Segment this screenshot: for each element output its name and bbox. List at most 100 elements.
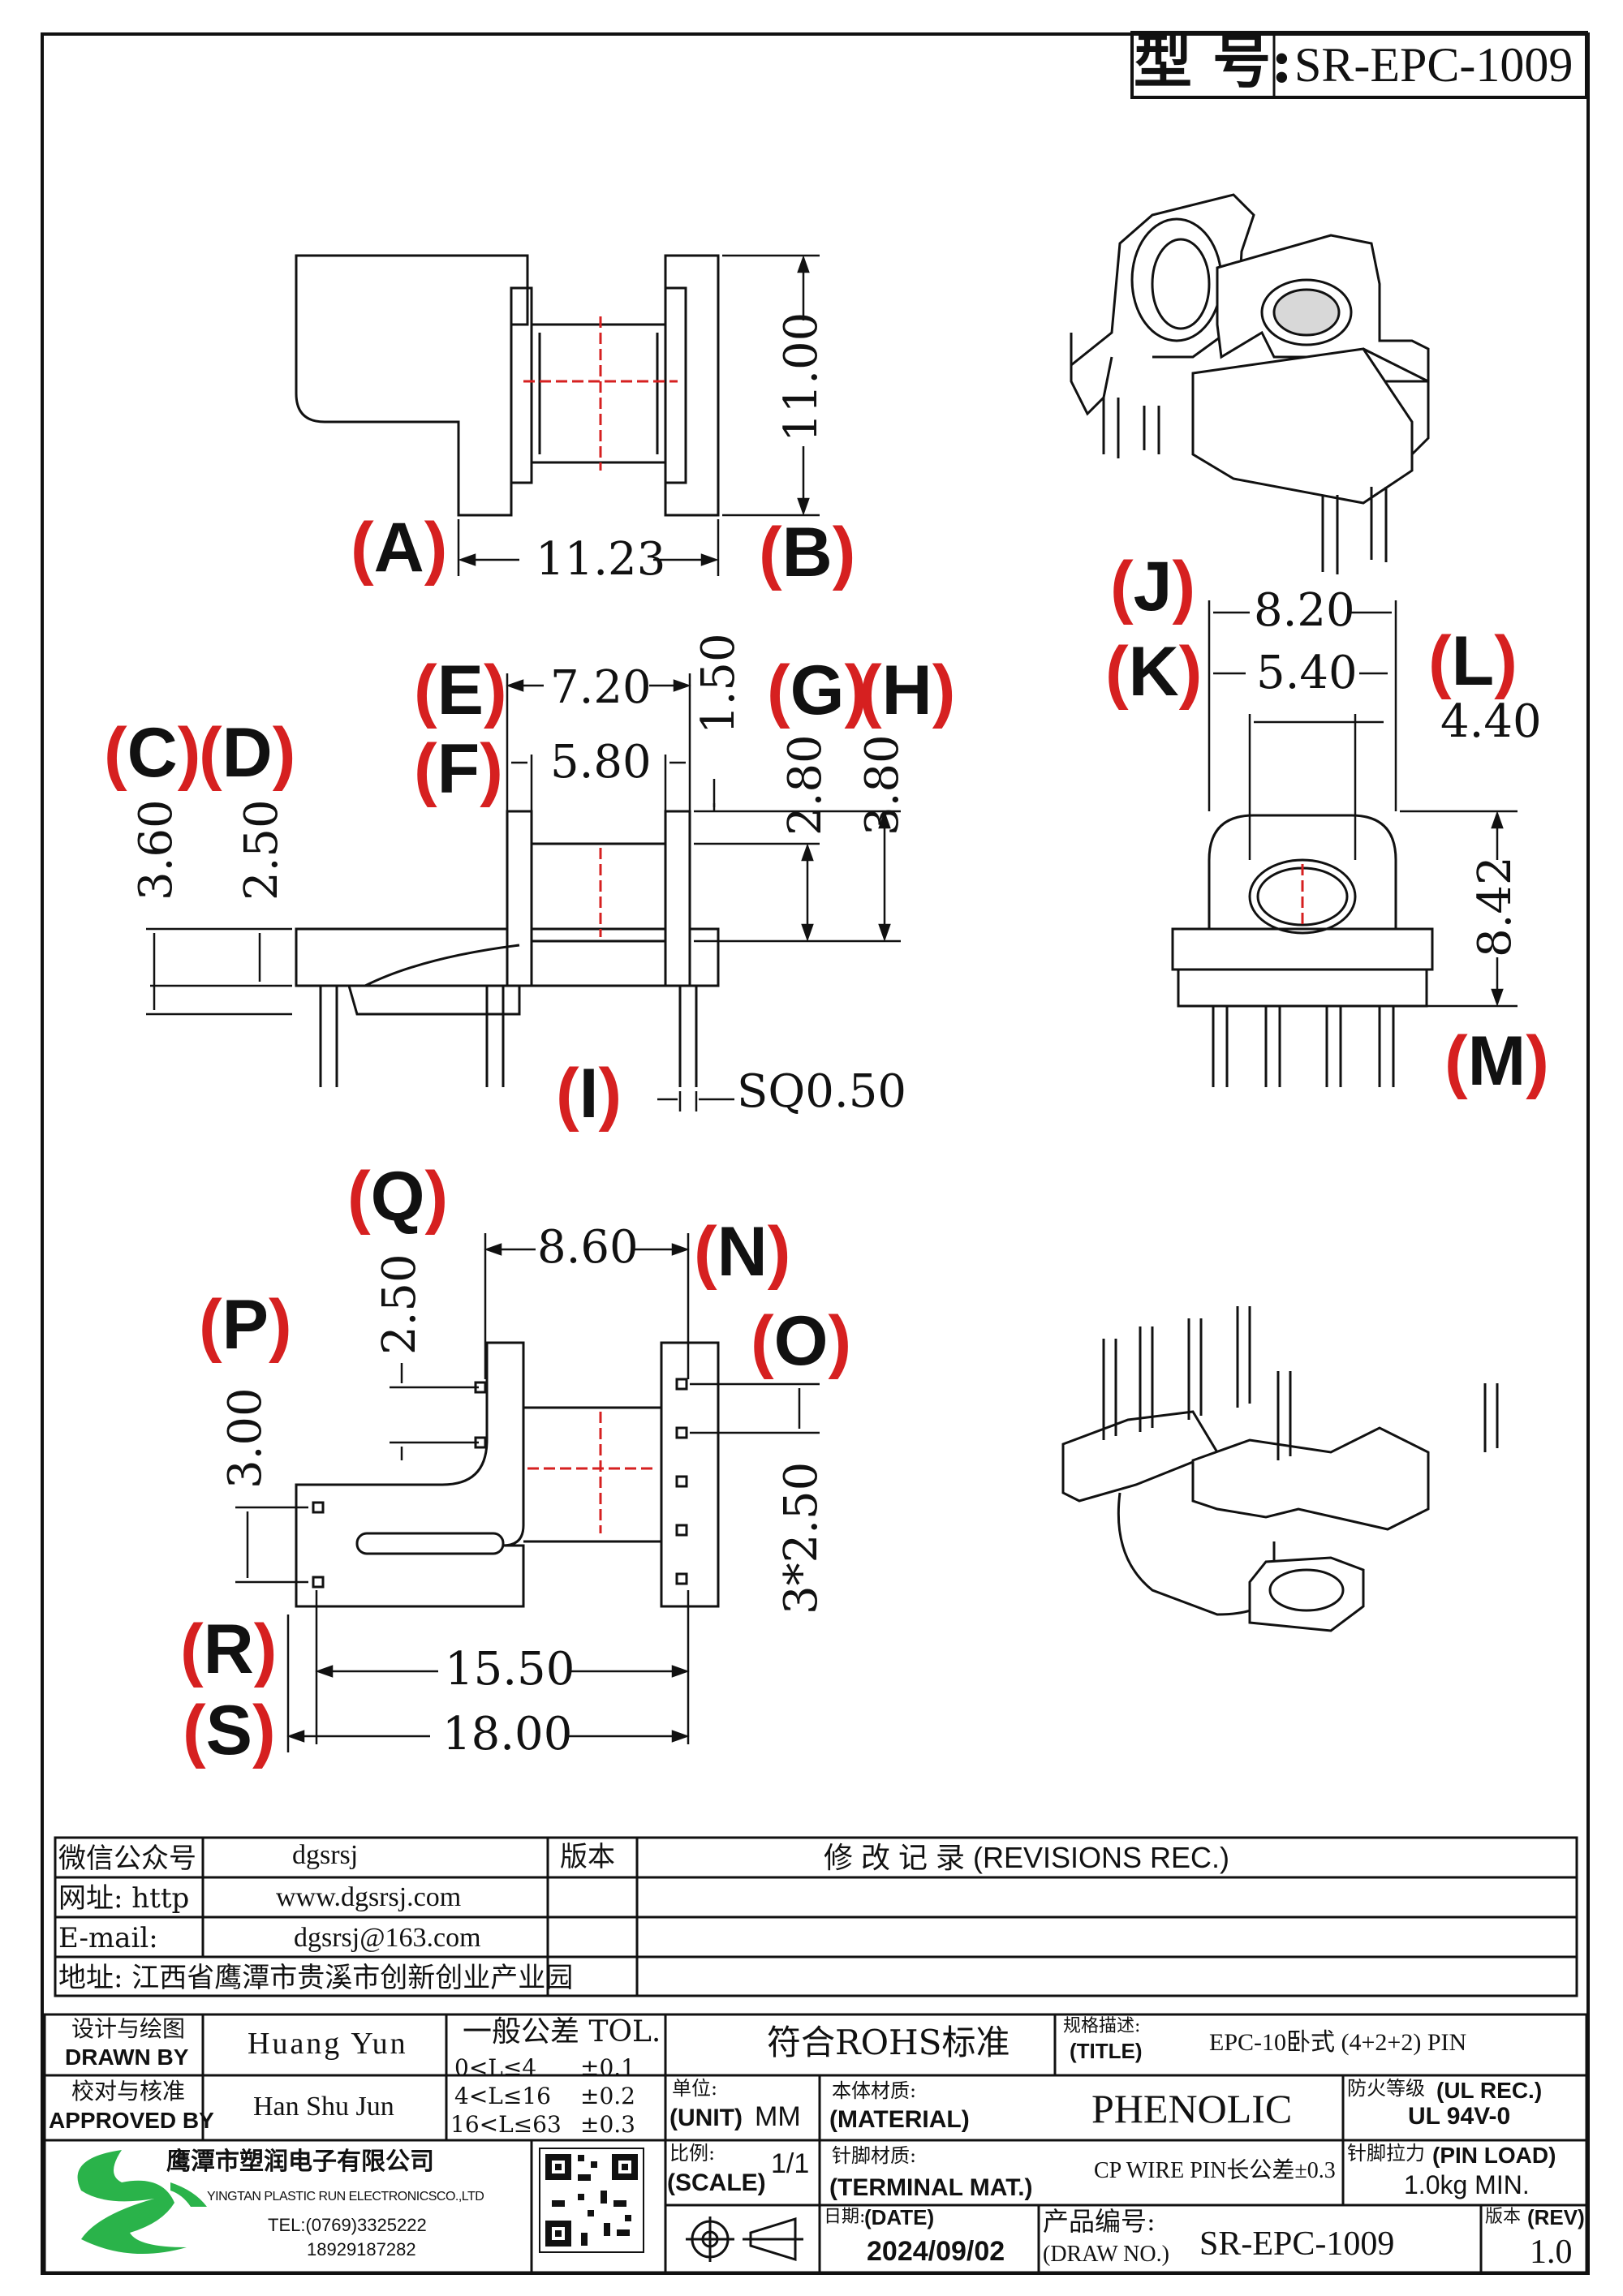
date-value: 2024/09/02	[867, 2236, 1005, 2267]
scale-label-cn: 比例:	[669, 2142, 716, 2165]
label-d: (D)	[199, 714, 296, 792]
info-key-wechat: 微信公众号	[58, 1842, 196, 1875]
label-h: (H)	[859, 651, 956, 729]
top-view	[295, 254, 720, 517]
tolerance-title: 一般公差 TOL.	[463, 2015, 661, 2049]
checker-label-en: APPROVED BY	[49, 2108, 214, 2133]
dim-n-width: 8.60	[537, 1221, 639, 1274]
spec-label-en: (TITLE)	[1070, 2039, 1143, 2063]
company-mobile: 18929187282	[307, 2239, 416, 2259]
scale-value: 1/1	[771, 2148, 810, 2179]
tol-value-2: ±0.2	[580, 2083, 635, 2109]
pinload-label-cn: 针脚拉力	[1347, 2142, 1425, 2165]
qr-code	[539, 2148, 644, 2253]
label-j: (J)	[1110, 548, 1196, 626]
dim-d-height: 2.50	[235, 799, 288, 901]
dim-j-width: 8.20	[1254, 584, 1355, 637]
rev-label-cn: 版本	[1485, 2207, 1522, 2227]
model-label: 型 号:	[1134, 27, 1293, 96]
front-view-dims	[1208, 600, 1518, 1008]
info-key-email: E-mail:	[58, 1922, 158, 1954]
fire-label-cn: 防火等级	[1347, 2077, 1425, 2100]
dim-m-height: 8.42	[1469, 856, 1522, 957]
label-i: (I)	[556, 1055, 622, 1133]
iso-view-bottom	[1061, 1306, 1499, 1632]
pinload-label-en: (PIN LOAD)	[1432, 2143, 1556, 2168]
info-address: 地址: 江西省鹰潭市贵溪市创新创业产业园	[58, 1962, 574, 1994]
material-value: PHENOLIC	[1091, 2086, 1293, 2131]
info-key-website: 网址: http	[58, 1882, 190, 1915]
label-n: (N)	[694, 1213, 791, 1291]
date-label-cn: 日期:	[824, 2207, 866, 2227]
label-p: (P)	[199, 1286, 292, 1364]
side-view-dims	[146, 673, 901, 1111]
tol-value-1: ±0.1	[580, 2054, 635, 2081]
dim-pin-square: SQ0.50	[737, 1065, 906, 1118]
drawno-label-cn: 产品编号:	[1043, 2206, 1156, 2237]
unit-label-en: (UNIT)	[669, 2105, 743, 2131]
info-value-wechat: dgsrsj	[292, 1840, 359, 1870]
label-e: (E)	[414, 651, 507, 729]
dim-r-width: 15.50	[445, 1643, 575, 1696]
dim-p-height: 3.00	[219, 1387, 272, 1489]
dim-c-height: 3.60	[130, 799, 183, 901]
label-s: (S)	[183, 1692, 276, 1769]
dim-g-height: 2.80	[779, 734, 832, 836]
info-value-website[interactable]: www.dgsrsj.com	[276, 1882, 462, 1912]
dim-top-width: 11.23	[536, 533, 666, 586]
company-name-cn: 鹰潭市塑润电子有限公司	[166, 2148, 434, 2176]
label-f: (F)	[414, 730, 503, 808]
terminal-label-en: (TERMINAL MAT.)	[829, 2174, 1033, 2201]
revisions-header: 修 改 记 录 (REVISIONS REC.)	[824, 1841, 1230, 1874]
model-header-box	[1130, 31, 1588, 99]
dim-e-width: 7.20	[550, 661, 652, 714]
bottom-view-dims	[235, 1233, 820, 1752]
side-view	[295, 810, 720, 1087]
title-block-grid	[43, 2013, 1588, 2274]
company-tel: TEL:(0769)3325222	[268, 2215, 427, 2235]
info-value-email[interactable]: dgsrsj@163.com	[294, 1923, 481, 1953]
iso-view-top	[1070, 193, 1430, 574]
fire-value: UL 94V-0	[1408, 2103, 1511, 2130]
tol-value-3: ±0.3	[580, 2111, 635, 2138]
label-o: (O)	[751, 1302, 852, 1380]
label-r: (R)	[180, 1610, 278, 1688]
designer-label-en: DRAWN BY	[65, 2044, 189, 2070]
material-label-cn: 本体材质:	[832, 2079, 917, 2102]
unit-label-cn: 单位:	[672, 2077, 718, 2100]
checker-label-cn: 校对与核准	[71, 2078, 186, 2105]
material-label-en: (MATERIAL)	[829, 2106, 970, 2133]
tol-range-1: 0<L≤4	[454, 2054, 537, 2081]
version-header: 版本	[560, 1841, 615, 1873]
label-g: (G)	[767, 651, 868, 729]
drawno-label-en: (DRAW NO.)	[1043, 2242, 1169, 2267]
rev-value: 1.0	[1530, 2234, 1573, 2271]
drawno-value: SR-EPC-1009	[1199, 2225, 1395, 2263]
rohs-compliance: 符合ROHS标准	[767, 2023, 1010, 2062]
checker-name: Han Shu Jun	[253, 2092, 394, 2122]
label-q: (Q)	[347, 1158, 449, 1236]
dim-flange-gap: 1.50	[692, 633, 745, 734]
dim-k-width: 5.40	[1256, 647, 1358, 699]
spec-label-cn: 规格描述:	[1063, 2016, 1141, 2036]
designer-name: Huang Yun	[248, 2027, 408, 2061]
label-b: (B)	[759, 514, 856, 591]
dim-q-height: 2.50	[373, 1253, 426, 1355]
designer-label-cn: 设计与绘图	[71, 2015, 186, 2042]
company-logo	[77, 2150, 207, 2254]
dim-h-height: 3.80	[856, 734, 909, 836]
label-k: (K)	[1105, 633, 1203, 711]
rev-label-en: (REV)	[1527, 2205, 1585, 2229]
tol-range-2: 4<L≤16	[454, 2083, 551, 2109]
projection-symbol	[686, 2216, 803, 2262]
spec-value: EPC-10卧式 (4+2+2) PIN	[1209, 2029, 1467, 2056]
terminal-value: CP WIRE PIN长公差±0.3	[1094, 2158, 1336, 2183]
label-a: (A)	[351, 509, 448, 587]
pinload-value: 1.0kg MIN.	[1404, 2170, 1530, 2199]
fire-label-en: (UL REC.)	[1436, 2078, 1543, 2103]
info-table-grid	[54, 1836, 1578, 1997]
label-c: (C)	[104, 714, 201, 792]
bottom-view	[295, 1341, 720, 1608]
date-label-en: (DATE)	[864, 2205, 935, 2229]
